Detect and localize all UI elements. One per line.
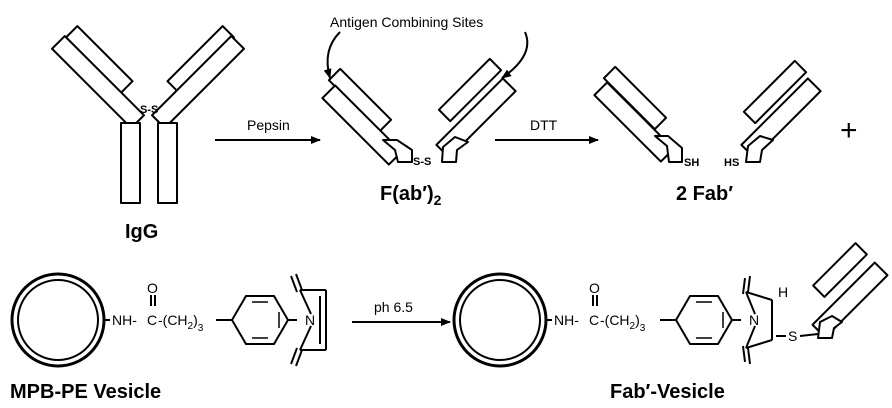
igg-antibody (51, 25, 245, 204)
fab-label: 2 Fab′ (676, 183, 733, 205)
antigen-site-arrow-right (501, 31, 529, 79)
igg-heavy-chain-right (151, 35, 245, 129)
maleimide-n: N (305, 312, 315, 328)
hs-label: HS (724, 157, 739, 169)
sh-label: SH (684, 157, 699, 169)
mpb-pe-vesicle (10, 272, 106, 368)
fab-attached-light-chain (812, 242, 868, 298)
fab2-hinge-left (382, 139, 413, 163)
fab2-label: F(ab′)2 (380, 183, 442, 208)
ph-label: ph 6.5 (374, 299, 413, 315)
fab-attached (811, 242, 889, 339)
fab2-fragment (321, 57, 517, 166)
product-linker-c: C (589, 312, 599, 328)
fab2-hinge-right (441, 136, 469, 163)
thioether-s: S (788, 328, 797, 344)
antigen-sites-label: Antigen Combining Sites (330, 14, 483, 30)
product-linker-nh: NH- (554, 312, 579, 328)
fab2-disulfide-label: S-S (413, 156, 431, 168)
igg-fc-right (157, 122, 178, 204)
igg-fc-left (120, 122, 141, 204)
succinimide-n: N (749, 312, 759, 328)
fab-vesicle-label: Fab′-Vesicle (610, 381, 725, 403)
pepsin-label: Pepsin (247, 117, 290, 133)
linker-nh: NH- (112, 312, 137, 328)
fab-vesicle (452, 272, 548, 368)
fab-fragment-right (740, 59, 822, 163)
plus-sign: + (840, 114, 858, 147)
mpb-pe-vesicle-label: MPB-PE Vesicle (10, 381, 161, 403)
igg-heavy-chain-left (51, 35, 145, 129)
linker-ch2: -(CH2)3 (158, 312, 204, 334)
succinimide-ring (742, 275, 773, 365)
linker-c: C (147, 312, 157, 328)
antigen-site-arrow-left (323, 31, 341, 79)
maleimide-ring (290, 273, 327, 367)
igg-disulfide-label: S-S (140, 104, 158, 116)
fab-fragment-left (593, 65, 683, 163)
fab-light-chain-right (742, 59, 808, 125)
fab2-heavy-chain-left (321, 84, 403, 166)
product-linker-o: O (589, 280, 600, 296)
fab-hinge-right (745, 135, 774, 163)
igg-label: IgG (125, 221, 158, 243)
fab-attached-hinge (817, 315, 843, 339)
dtt-label: DTT (530, 117, 558, 133)
fab-hinge-left (654, 135, 683, 163)
linker-o: O (147, 280, 158, 296)
succinimide-h: H (778, 284, 788, 300)
product-linker-ch2: -(CH2)3 (600, 312, 646, 334)
fab2-light-chain-right (437, 57, 503, 123)
